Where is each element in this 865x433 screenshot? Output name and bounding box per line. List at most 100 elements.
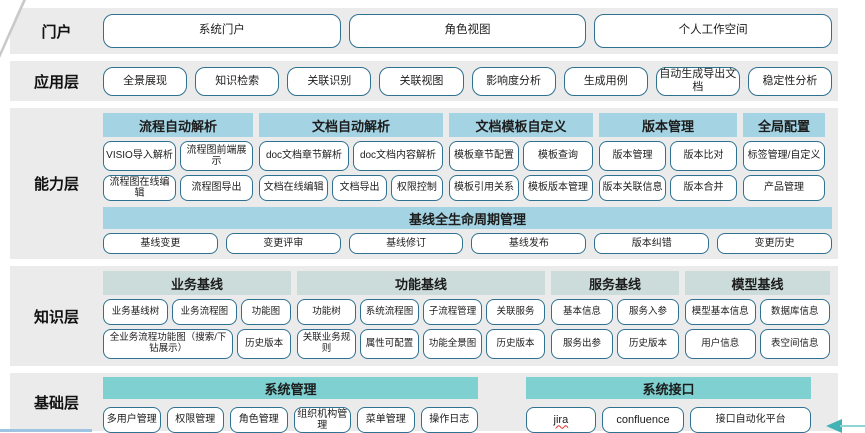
diagram-box: 菜单管理 <box>357 407 415 433</box>
group-header: 文档自动解析 <box>259 113 443 137</box>
box-auto-export-doc: 自动生成导出文档 <box>655 66 740 96</box>
group-header: 服务基线 <box>551 271 679 295</box>
diagram-box: 版本合并 <box>670 175 737 201</box>
diagram-box: 服务出参 <box>551 329 613 359</box>
diagram-box: 功能图 <box>240 299 291 325</box>
diagram-box: 功能树 <box>297 299 356 325</box>
group-doc-template-custom: 文档模板自定义 模板章节配置 模板查询 模板引用关系 模板版本管理 <box>449 113 593 201</box>
diagram-box: 模板引用关系 <box>449 175 519 201</box>
diagram-box: 业务流程图 <box>171 299 237 325</box>
group-process-auto-parse: 流程自动解析 VISIO导入解析 流程图前端展示 流程图在线编辑 流程图导出 <box>103 113 253 201</box>
box-relation-identify: 关联识别 <box>287 66 372 96</box>
diagram-box: 全业务流程功能图（搜索/下钻展示） <box>103 329 234 359</box>
diagram-box: 角色管理 <box>230 407 288 433</box>
box-knowledge-search: 知识检索 <box>195 66 280 96</box>
diagram-box: 基线修订 <box>348 233 464 254</box>
diagram-box: 组织机构管理 <box>293 407 351 433</box>
box-generate-usecase: 生成用例 <box>563 66 648 96</box>
diagram-box: 版本关联信息 <box>599 175 666 201</box>
group-header: 系统接口 <box>526 377 811 399</box>
diagram-box: 模板版本管理 <box>523 175 593 201</box>
diagram-box: doc文档内容解析 <box>353 141 443 171</box>
group-header: 系统管理 <box>103 377 478 399</box>
arrow-tail-line <box>840 425 865 427</box>
diagram-box: 关联业务规则 <box>297 329 356 359</box>
group-header: 业务基线 <box>103 271 291 295</box>
box-role-view: 角色视图 <box>348 14 587 48</box>
diagram-box: 历史版本 <box>237 329 291 359</box>
box-system-portal: 系统门户 <box>103 14 341 48</box>
box-panorama: 全景展现 <box>103 66 188 96</box>
diagram-box: 文档导出 <box>332 175 387 201</box>
diagram-box: 基线发布 <box>471 233 587 254</box>
group-system-management: 系统管理 多用户管理 权限管理 角色管理 组织机构管理 菜单管理 操作日志 <box>103 377 478 433</box>
diagram-box-jira: jira <box>526 407 596 433</box>
diagram-box: 版本纠错 <box>594 233 710 254</box>
group-header: 全局配置 <box>743 113 825 137</box>
group-system-interface: 系统接口 jira confluence 接口自动化平台 <box>526 377 811 433</box>
diagram-box: 历史版本 <box>486 329 545 359</box>
layer-foundation: 基础层 系统管理 多用户管理 权限管理 角色管理 组织机构管理 菜单管理 操作日… <box>10 373 838 433</box>
diagram-box: 子流程管理 <box>423 299 482 325</box>
diagram-box: 文档在线编辑 <box>259 175 329 201</box>
diagram-box: 产品管理 <box>743 175 825 201</box>
left-arrow-icon <box>826 419 842 433</box>
group-header: 文档模板自定义 <box>449 113 593 137</box>
diagram-box: 变更历史 <box>717 233 832 254</box>
jira-label: jira <box>553 413 569 426</box>
diagram-box: 标签管理/自定义 <box>743 141 825 171</box>
group-header: 模型基线 <box>685 271 830 295</box>
diagram-box-confluence: confluence <box>601 407 685 433</box>
box-stability-analysis: 稳定性分析 <box>747 66 832 96</box>
group-version-management: 版本管理 版本管理 版本比对 版本关联信息 版本合并 <box>599 113 737 201</box>
group-header: 流程自动解析 <box>103 113 253 137</box>
layer-knowledge-label: 知识层 <box>33 308 79 326</box>
group-global-config: 全局配置 标签管理/自定义 产品管理 <box>743 113 825 201</box>
layer-portal: 门户 系统门户 角色视图 个人工作空间 <box>10 8 838 54</box>
box-relation-view: 关联视图 <box>379 66 464 96</box>
diagram-box: 权限管理 <box>166 407 224 433</box>
group-header: 功能基线 <box>297 271 545 295</box>
diagram-box: 多用户管理 <box>103 407 161 433</box>
layer-knowledge: 知识层 业务基线 业务基线树 业务流程图 功能图 全业务流程功能图（搜索/下钻展… <box>10 266 838 366</box>
layer-application: 应用层 全景展现 知识检索 关联识别 关联视图 影响度分析 生成用例 自动生成导… <box>10 61 838 101</box>
group-model-baseline: 模型基线 模型基本信息 数据库信息 用户信息 表空间信息 <box>685 271 830 359</box>
layer-capability-label: 能力层 <box>33 176 79 193</box>
group-business-baseline: 业务基线 业务基线树 业务流程图 功能图 全业务流程功能图（搜索/下钻展示） 历… <box>103 271 291 359</box>
diagram-box: 服务入参 <box>617 299 679 325</box>
diagram-box: VISIO导入解析 <box>103 141 176 171</box>
diagram-box: 版本管理 <box>599 141 666 171</box>
layer-capability: 能力层 流程自动解析 VISIO导入解析 流程图前端展示 流程图在线编辑 流程图… <box>10 108 838 259</box>
box-impact-analysis: 影响度分析 <box>471 66 556 96</box>
group-function-baseline: 功能基线 功能树 系统流程图 子流程管理 关联服务 关联业务规则 属性可配置 功… <box>297 271 545 359</box>
layer-foundation-label: 基础层 <box>33 394 79 412</box>
diagram-box: 模板章节配置 <box>449 141 519 171</box>
diagram-box: 表空间信息 <box>759 329 830 359</box>
baseline-lifecycle-header: 基线全生命周期管理 <box>103 207 832 229</box>
diagram-box: 流程图在线编辑 <box>103 175 176 201</box>
diagram-box: 数据库信息 <box>759 299 830 325</box>
diagram-box: 接口自动化平台 <box>690 407 811 433</box>
diagram-box: 模型基本信息 <box>685 299 756 325</box>
diagram-box: 关联服务 <box>486 299 545 325</box>
diagram-box: 流程图前端展示 <box>180 141 253 171</box>
box-personal-workspace: 个人工作空间 <box>594 14 833 48</box>
diagram-box: 用户信息 <box>685 329 756 359</box>
diagram-box: 流程图导出 <box>180 175 253 201</box>
diagram-box: 变更评审 <box>225 233 341 254</box>
diagram-box: 权限控制 <box>390 175 443 201</box>
diagram-box: doc文档章节解析 <box>259 141 349 171</box>
group-service-baseline: 服务基线 基本信息 服务入参 服务出参 历史版本 <box>551 271 679 359</box>
diagram-box: 功能全景图 <box>423 329 482 359</box>
diagram-box: 操作日志 <box>420 407 478 433</box>
diagram-box: 历史版本 <box>617 329 679 359</box>
baseline-lifecycle-row: 基线变更 变更评审 基线修订 基线发布 版本纠错 变更历史 <box>103 233 832 254</box>
group-doc-auto-parse: 文档自动解析 doc文档章节解析 doc文档内容解析 文档在线编辑 文档导出 权… <box>259 113 443 201</box>
layer-application-label: 应用层 <box>33 73 79 91</box>
group-header: 版本管理 <box>599 113 737 137</box>
layer-portal-label: 门户 <box>41 23 72 41</box>
diagram-box: 属性可配置 <box>360 329 419 359</box>
diagram-box: 模板查询 <box>523 141 593 171</box>
diagram-box: 基本信息 <box>551 299 613 325</box>
